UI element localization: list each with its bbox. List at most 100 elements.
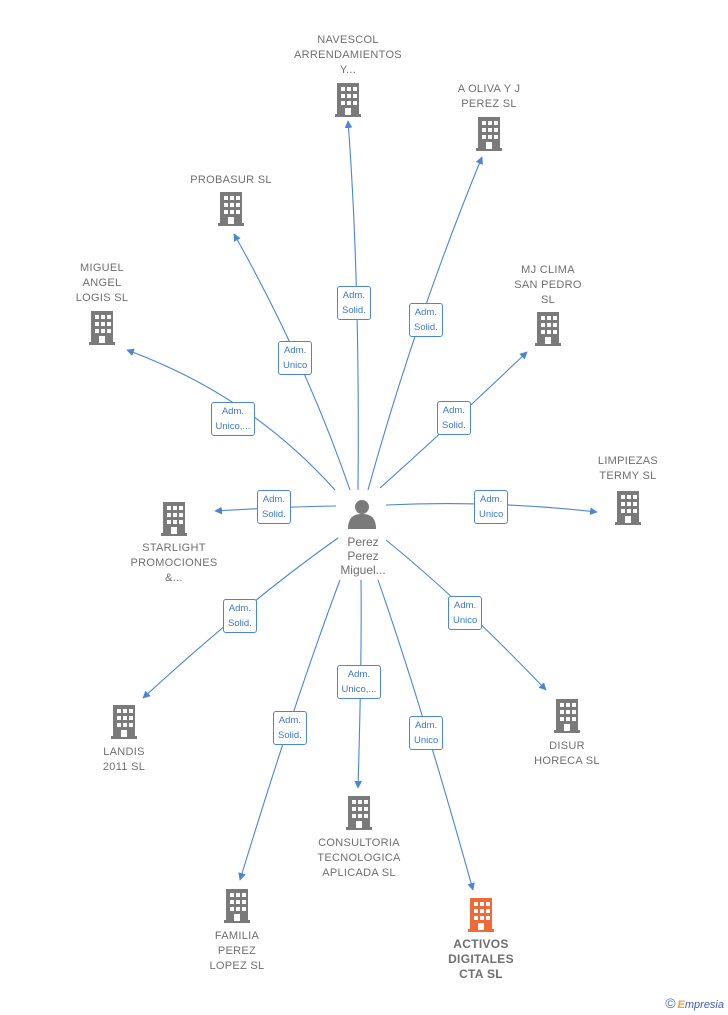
- company-label-line: LIMPIEZAS: [597, 455, 659, 467]
- edge-label-line: Adm.: [278, 715, 301, 726]
- company-label-line: NAVESCOL: [317, 34, 379, 46]
- company-label-consultoria[interactable]: CONSULTORIA TECNOLOGICA APLICADA SL: [289, 836, 429, 881]
- company-label-line: Y...: [339, 64, 357, 76]
- edge-label-miguelangel[interactable]: Adm. Unico,...: [210, 402, 256, 436]
- edge-label-line: Adm.: [454, 600, 477, 611]
- edge-label-consultoria[interactable]: Adm. Unico,...: [336, 665, 382, 699]
- edge-label-line: Adm.: [347, 669, 371, 680]
- company-label-line: LANDIS: [103, 746, 145, 758]
- edge-label-line: Solid.: [414, 322, 438, 333]
- edge-label-probasur[interactable]: Adm. Unico: [278, 341, 313, 375]
- company-label-line: ACTIVOS: [453, 937, 509, 951]
- building-icon[interactable]: [89, 311, 115, 345]
- edge-label-line: Adm.: [342, 290, 365, 301]
- edge-label-line: Unico: [479, 509, 504, 520]
- edge-label-line: Unico: [414, 735, 439, 746]
- company-label-line: A OLIVA Y J: [457, 83, 521, 95]
- building-icon[interactable]: [218, 192, 244, 226]
- person-icon: [348, 500, 376, 529]
- edge-label-line: Adm.: [415, 720, 438, 731]
- edge-label-line: Adm.: [284, 345, 307, 356]
- edge-label-line: Unico: [453, 615, 478, 626]
- company-label-familia[interactable]: FAMILIA PEREZ LOPEZ SL: [167, 929, 307, 974]
- company-label-line: SAN PEDRO: [514, 279, 582, 291]
- company-label-landis[interactable]: LANDIS 2011 SL: [54, 745, 194, 775]
- edge-label-line: Solid.: [262, 509, 286, 520]
- person-label[interactable]: Perez Perez Miguel...: [318, 535, 408, 577]
- edge-label-familia[interactable]: Adm. Solid.: [273, 711, 307, 745]
- company-label-aoliva[interactable]: A OLIVA Y J PEREZ SL: [419, 82, 559, 112]
- building-icon[interactable]: [535, 312, 561, 346]
- building-icon[interactable]: [161, 502, 187, 536]
- company-label-line: MIGUEL: [80, 262, 124, 274]
- company-label-line: MJ CLIMA: [521, 264, 575, 276]
- company-label-line: PEREZ SL: [461, 98, 517, 110]
- company-label-line: PROBASUR SL: [190, 174, 272, 186]
- company-label-line: ARRENDAMIENTOS: [294, 49, 402, 61]
- edge-label-mjclima[interactable]: Adm. Solid.: [437, 401, 471, 435]
- person-name-line-2: Perez: [347, 549, 379, 563]
- company-label-line: CONSULTORIA: [318, 837, 400, 849]
- edge-label-line: Adm.: [414, 307, 437, 318]
- edge-label-line: Solid.: [342, 305, 366, 316]
- building-icon[interactable]: [554, 699, 580, 733]
- brand-name: mpresia: [684, 999, 724, 1011]
- edge-label-activos[interactable]: Adm. Unico: [409, 716, 444, 750]
- building-icon[interactable]: [468, 898, 494, 932]
- edge-label-line: Adm.: [480, 494, 503, 505]
- building-icon[interactable]: [335, 83, 361, 117]
- building-icon[interactable]: [346, 796, 372, 830]
- building-icon[interactable]: [476, 117, 502, 151]
- company-label-line: ANGEL: [82, 277, 122, 289]
- edge-label-line: Solid.: [228, 618, 252, 629]
- company-label-line: TERMY SL: [599, 470, 657, 482]
- company-label-probasur[interactable]: PROBASUR SL: [161, 173, 301, 188]
- brand-initial: E: [677, 999, 685, 1011]
- company-label-line: &...: [165, 572, 183, 584]
- person-name-line-1: Perez: [347, 535, 379, 549]
- edge-label-line: Adm.: [228, 603, 251, 614]
- person-node[interactable]: [348, 500, 376, 529]
- company-label-line: DISUR: [549, 740, 585, 752]
- company-label-line: PROMOCIONES: [130, 557, 218, 569]
- company-label-line: TECNOLOGICA: [317, 852, 401, 864]
- edge-label-navescol[interactable]: Adm. Solid.: [337, 286, 371, 320]
- footer-brand: ©Empresia: [665, 995, 724, 1011]
- company-label-line: APLICADA SL: [322, 867, 396, 879]
- company-label-line: HORECA SL: [534, 755, 600, 767]
- edge-label-landis[interactable]: Adm. Solid.: [223, 599, 257, 633]
- company-label-line: LOGIS SL: [75, 292, 129, 304]
- edge-label-aoliva[interactable]: Adm. Solid.: [409, 303, 443, 337]
- company-label-miguelangel[interactable]: MIGUEL ANGEL LOGIS SL: [32, 261, 172, 306]
- company-label-limpiezas[interactable]: LIMPIEZAS TERMY SL: [558, 454, 698, 484]
- edge-label-starlight[interactable]: Adm. Solid.: [257, 490, 291, 524]
- edge-label-disur[interactable]: Adm. Unico: [448, 596, 483, 630]
- edge-label-line: Adm.: [262, 494, 285, 505]
- copyright-symbol: ©: [665, 995, 676, 1011]
- company-label-disur[interactable]: DISUR HORECA SL: [497, 739, 637, 769]
- company-label-line: SL: [540, 294, 556, 306]
- edge-label-line: Unico,...: [341, 684, 377, 695]
- edge-label-line: Adm.: [442, 405, 465, 416]
- building-icon[interactable]: [615, 491, 641, 525]
- edge-label-limpiezas[interactable]: Adm. Unico: [474, 490, 509, 524]
- company-label-line: LOPEZ SL: [209, 960, 265, 972]
- edge-label-line: Solid.: [442, 420, 466, 431]
- edge-label-line: Unico,...: [215, 421, 251, 432]
- company-label-mjclima[interactable]: MJ CLIMA SAN PEDRO SL: [478, 263, 618, 308]
- edge-label-line: Unico: [283, 360, 308, 371]
- edge-label-line: Adm.: [221, 406, 245, 417]
- building-icon[interactable]: [224, 889, 250, 923]
- company-label-line: 2011 SL: [102, 761, 146, 773]
- company-label-line: FAMILIA: [214, 930, 260, 942]
- company-label-line: PEREZ: [217, 945, 257, 957]
- company-label-line: CTA SL: [459, 967, 503, 981]
- company-label-line: DIGITALES: [448, 952, 514, 966]
- person-name-line-3: Miguel...: [340, 563, 386, 577]
- edge-label-line: Solid.: [278, 730, 302, 741]
- building-icon[interactable]: [111, 705, 137, 739]
- company-label-line: STARLIGHT: [142, 542, 206, 554]
- company-label-navescol[interactable]: NAVESCOL ARRENDAMIENTOS Y...: [278, 33, 418, 78]
- company-label-starlight[interactable]: STARLIGHT PROMOCIONES &...: [104, 541, 244, 586]
